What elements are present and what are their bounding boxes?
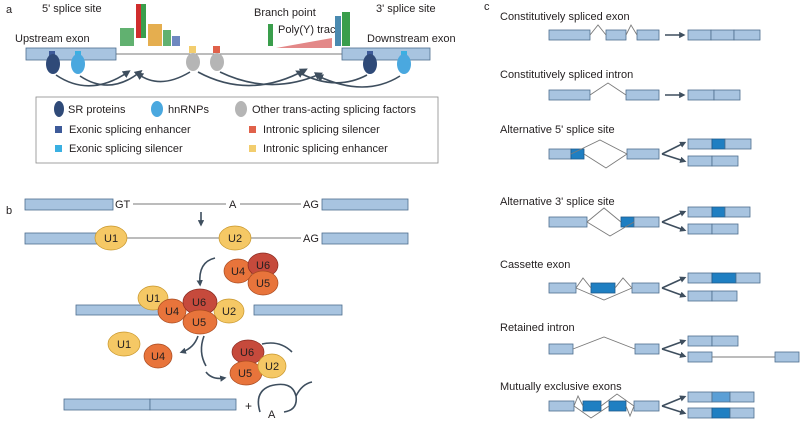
b-cat-u2-label: U2: [265, 361, 279, 373]
legend-sr-proteins: SR proteins: [68, 104, 126, 116]
b-cat-u2: [257, 353, 287, 379]
b-row2-u2-label: U2: [228, 233, 242, 245]
legend-ese: Exonic splicing enhancer: [69, 124, 191, 136]
b-released-u4-label: U4: [151, 351, 165, 363]
hnrnp-downstream: [397, 54, 411, 74]
c-title-7: Mutually exclusive exons: [500, 381, 622, 393]
legend-ese-swatch: [55, 126, 62, 133]
b-plus-sign: +: [245, 399, 252, 413]
legend-ise: Intronic splicing enhancer: [263, 143, 388, 155]
b-row3-u2-label: U2: [222, 306, 236, 318]
legend-iss-swatch: [249, 126, 256, 133]
c-alt-3-splice-site: [548, 206, 751, 237]
b-row3-u4-label: U4: [165, 306, 179, 318]
b-row3-u4: [157, 298, 187, 324]
five-prime-site-label: 5' splice site: [42, 3, 102, 15]
b-product-exon-left: [63, 398, 151, 411]
b-row2-u1-label: U1: [104, 233, 118, 245]
c-alt-5-splice-site: [548, 138, 752, 169]
branch-point-logo: [268, 24, 273, 46]
polyy-tract-label: Poly(Y) tract: [278, 24, 339, 36]
b-row3-u5-label: U5: [192, 317, 206, 329]
upstream-exon: [25, 47, 117, 61]
legend-other-swatch: [235, 101, 247, 117]
legend-sr-swatch: [54, 101, 64, 117]
b-row3-u5: [182, 309, 218, 335]
legend-ise-swatch: [249, 145, 256, 152]
iss-element: [213, 46, 220, 53]
b-row3-u6-label: U6: [192, 297, 206, 309]
b-row1-exon-left: [24, 198, 114, 211]
sr-protein-downstream: [363, 54, 377, 74]
legend-ess: Exonic splicing silencer: [69, 143, 183, 155]
c-title-2: Constitutively spliced intron: [500, 69, 633, 81]
other-factor-2: [210, 53, 224, 71]
ese-element-upstream: [49, 51, 55, 57]
b-cat-u5-label: U5: [238, 368, 252, 380]
sr-protein-upstream: [46, 54, 60, 74]
five-prime-sequence-logo: [120, 4, 180, 46]
b-gt-label: GT: [115, 199, 131, 211]
c-constitutive-intron: [548, 82, 741, 101]
b-released-u4: [143, 343, 173, 369]
b-row3-u2: [213, 298, 245, 324]
other-factor-1: [186, 53, 200, 71]
downstream-exon: [341, 47, 431, 61]
b-product-exon-right: [149, 398, 237, 411]
b-row3-u1-label: U1: [146, 293, 160, 305]
c-retained-intron: [548, 335, 800, 363]
panel-b: b GT A AG U1 U2 AG U4 U6 U5 U1 U4: [6, 198, 409, 421]
b-ag-label-2: AG: [303, 233, 319, 245]
b-released-u1-label: U1: [117, 339, 131, 351]
ise-element: [189, 46, 196, 53]
c-title-3: Alternative 5' splice site: [500, 124, 615, 136]
b-row2-u1: [94, 225, 128, 251]
downstream-exon-label: Downstream exon: [367, 33, 456, 45]
b-row2-exon-right: [321, 232, 409, 245]
b-tri-u6-label: U6: [256, 260, 270, 272]
c-title-4: Alternative 3' splice site: [500, 196, 615, 208]
b-row2-u2: [218, 225, 252, 251]
hnrnp-upstream: [71, 54, 85, 74]
c-mutually-exclusive-exons: [548, 391, 755, 419]
b-lariat-a-label: A: [268, 409, 276, 421]
panel-label-c: c: [484, 1, 490, 13]
b-row3-exon-right: [253, 304, 343, 316]
legend-iss: Intronic splicing silencer: [263, 124, 380, 136]
legend-hnrnp-swatch: [151, 101, 163, 117]
b-row1-exon-right: [321, 198, 409, 211]
b-tri-u4-label: U4: [231, 266, 245, 278]
legend-other-factors: Other trans-acting splicing factors: [252, 104, 416, 116]
c-title-1: Constitutively spliced exon: [500, 11, 630, 23]
branch-point-label: Branch point: [254, 7, 316, 19]
c-title-6: Retained intron: [500, 322, 575, 334]
b-released-u1: [107, 331, 141, 357]
b-tri-u5-label: U5: [256, 278, 270, 290]
legend-ess-swatch: [55, 145, 62, 152]
b-ag-label: AG: [303, 199, 319, 211]
c-title-5: Cassette exon: [500, 259, 570, 271]
upstream-exon-label: Upstream exon: [15, 33, 90, 45]
b-tri-u5: [247, 270, 279, 296]
polyy-tract-logo: [276, 38, 332, 48]
c-cassette-exon: [548, 272, 761, 302]
b-cat-u6-label: U6: [240, 347, 254, 359]
panel-a: a 5' splice site Branch point Poly(Y) tr…: [6, 3, 456, 164]
panel-label-b: b: [6, 205, 12, 217]
regulatory-arrows: [55, 68, 401, 88]
legend-hnrnps: hnRNPs: [168, 104, 209, 116]
panel-c: c Constitutively spliced exon Constituti…: [484, 1, 800, 419]
panel-a-legend: SR proteins hnRNPs Other trans-acting sp…: [35, 96, 439, 164]
panel-label-a: a: [6, 4, 13, 16]
b-a-label: A: [229, 199, 237, 211]
three-prime-sequence-logo: [335, 12, 350, 46]
three-prime-site-label: 3' splice site: [376, 3, 436, 15]
b-lariat: [257, 383, 298, 413]
c-constitutive-exon: [548, 24, 761, 41]
